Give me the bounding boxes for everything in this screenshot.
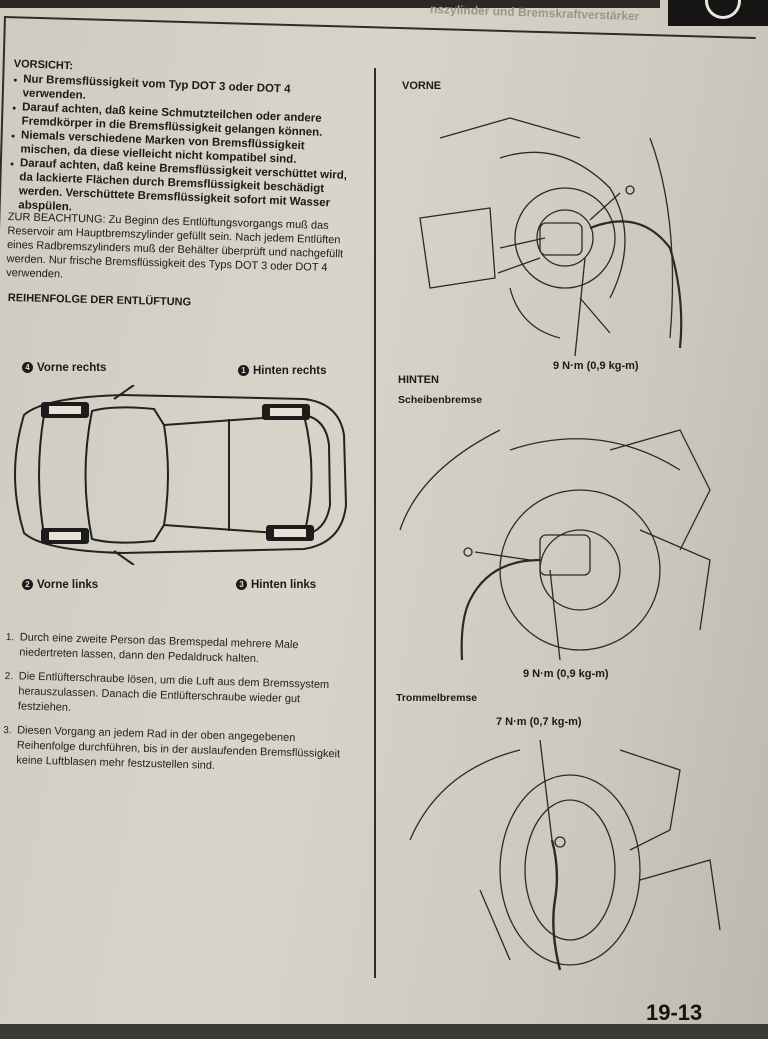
warning-box: VORSICHT: Nur Bremsflüssigkeit vom Typ D… <box>8 58 354 225</box>
disc-brake-illustration <box>399 429 711 661</box>
drum-brake-illustration <box>409 739 721 971</box>
wheel-front-left <box>41 528 89 544</box>
heading-disc-brake: Scheibenbremse <box>398 394 483 406</box>
wheel-rear-left <box>266 525 314 541</box>
front-brake-illustration <box>419 117 683 357</box>
wheel-rear-right <box>262 404 310 420</box>
car-top-view-diagram <box>14 385 348 565</box>
note-text: ZUR BEACHTUNG: Zu Beginn des Entlüftungs… <box>6 210 344 281</box>
column-divider <box>374 68 376 978</box>
step-item: 3.Diesen Vorgang an jedem Rad in der obe… <box>3 724 341 772</box>
wheel-front-right <box>41 402 89 418</box>
number-badge: 3 <box>236 579 247 591</box>
step-item: 2.Die Entlüfterschraube lösen, um die Lu… <box>4 670 330 714</box>
torque-front: 9 N·m (0,9 kg-m) <box>553 360 639 372</box>
number-badge: 1 <box>238 365 249 377</box>
heading-drum-brake: Trommelbremse <box>396 692 478 704</box>
steps-list: 1.Durch eine zweite Person das Bremspeda… <box>2 630 351 787</box>
number-badge: 2 <box>22 579 33 591</box>
torque-drum: 7 N·m (0,7 kg-m) <box>496 716 582 728</box>
warning-list: Nur Bremsflüssigkeit vom Typ DOT 3 oder … <box>8 72 353 225</box>
heading-rear: HINTEN <box>398 374 439 386</box>
heading-front: VORNE <box>402 80 442 92</box>
page-number: 19-13 <box>646 1000 703 1025</box>
number-badge: 4 <box>22 362 33 374</box>
top-bar <box>0 0 660 8</box>
torque-disc: 9 N·m (0,9 kg-m) <box>523 668 609 680</box>
